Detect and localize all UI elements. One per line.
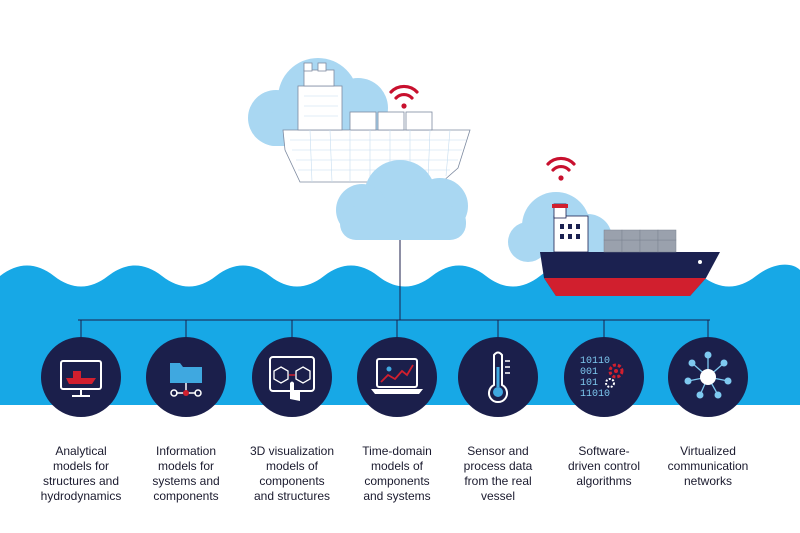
network-hub-icon: [684, 351, 732, 399]
capability-label: Time-domain models of components and sys…: [362, 444, 432, 503]
capability-label: 3D visualization models of components an…: [249, 444, 335, 503]
capability-node: [458, 320, 538, 417]
thermometer-icon: [488, 351, 510, 404]
capability-label: Information models for systems and compo…: [152, 444, 220, 503]
capability-node: [252, 320, 332, 417]
svg-text:101: 101: [580, 378, 598, 389]
monitor-ship-icon: [60, 360, 102, 397]
capability-label: Analytical models for structures and hyd…: [40, 444, 122, 503]
vessel-wifi-icon: [546, 156, 576, 181]
twin-wifi-icon: [389, 84, 419, 109]
capability-node: [41, 320, 121, 417]
node-circle: [252, 337, 332, 417]
folder-network-icon: [170, 363, 202, 397]
capability-node: [146, 320, 226, 417]
node-circle: [564, 337, 644, 417]
real-vessel: [540, 203, 720, 296]
capability-label: Virtualized communication networks: [667, 444, 749, 488]
laptop-chart-icon: [371, 358, 423, 394]
capability-node: [357, 320, 437, 417]
touch-3d-icon: [269, 356, 315, 401]
capability-label: Software- driven control algorithms: [567, 444, 641, 488]
capability-node: [668, 320, 748, 417]
svg-text:001: 001: [580, 367, 598, 378]
svg-text:10110: 10110: [580, 356, 610, 367]
capability-label: Sensor and process data from the real ve…: [463, 444, 533, 503]
svg-text:11010: 11010: [580, 389, 610, 400]
twin-cloud-front: [336, 160, 468, 240]
